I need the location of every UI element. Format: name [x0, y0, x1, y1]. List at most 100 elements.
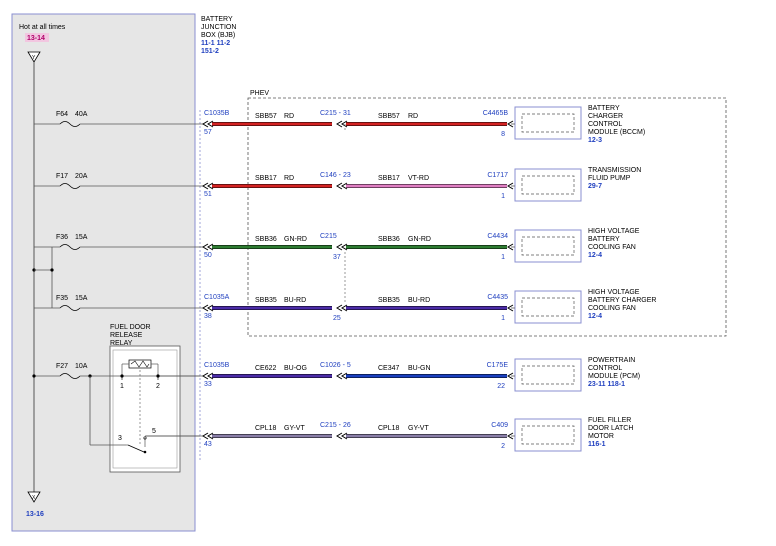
right-connector: C4465B: [483, 110, 509, 117]
mid-connector-arrow: [336, 243, 343, 251]
wire1-color: RD: [284, 175, 294, 182]
right-pin: 8: [501, 131, 505, 138]
left-pin: 50: [204, 252, 212, 259]
component-inner: [521, 175, 575, 195]
wire2-color: RD: [408, 113, 418, 120]
component-label: FLUID PUMP: [588, 175, 631, 182]
mid-connector: C1026 - 5: [320, 362, 351, 369]
component-ref: 12-4: [588, 252, 602, 259]
mid-connector-arrow: [336, 304, 343, 312]
mid-connector-arrow: [341, 432, 348, 440]
component-ref: 23-11 118-1: [588, 381, 625, 388]
wire1-id: SBB57: [255, 113, 277, 120]
component-label: HIGH VOLTAGE: [588, 228, 640, 235]
wire1-id: SBB36: [255, 236, 277, 243]
right-connector-arrow: [507, 372, 514, 380]
right-connector-arrow: [507, 182, 514, 190]
right-connector: C409: [491, 422, 508, 429]
wire2-id: SBB57: [378, 113, 400, 120]
right-connector: C1717: [487, 172, 508, 179]
left-connector: C1035B: [204, 362, 230, 369]
component-ref: 29-7: [588, 183, 602, 190]
hot-ref-badge: [25, 33, 49, 42]
relay-pin-3: 3: [118, 435, 122, 442]
component-label: TRANSMISSION: [588, 167, 641, 174]
left-connector-arrow: [202, 243, 209, 251]
left-pin: 38: [204, 313, 212, 320]
component-label: BATTERY CHARGER: [588, 297, 656, 304]
mid-connector-arrow: [341, 182, 348, 190]
battery-feed-icon: [27, 51, 41, 63]
mid-connector-arrow: [341, 243, 348, 251]
fuse-icon: [59, 305, 81, 311]
wire2-id: SBB17: [378, 175, 400, 182]
relay-label-3: RELAY: [110, 340, 133, 347]
mid-connector-arrow: [336, 372, 343, 380]
wire1-id: SBB17: [255, 175, 277, 182]
left-connector-arrow: [202, 182, 209, 190]
fuse-icon: [59, 121, 81, 127]
left-connector-arrow: [207, 243, 214, 251]
wire2-id: CE347: [378, 365, 400, 372]
splice-dot: [50, 268, 54, 272]
fuse-icon: [59, 244, 81, 250]
fuse-label: F64: [56, 111, 68, 118]
component-inner: [521, 113, 575, 133]
right-pin: 1: [501, 315, 505, 322]
component-box: [514, 229, 582, 263]
fuse-amps: 15A: [75, 295, 88, 302]
mid-connector-arrow: [336, 120, 343, 128]
right-connector-arrow: [507, 120, 514, 128]
splice-dot: [32, 374, 36, 378]
wire2-id: SBB36: [378, 236, 400, 243]
mid-connector-arrow: [341, 120, 348, 128]
wire1-id: CPL18: [255, 425, 277, 432]
fuse-icon: [59, 183, 81, 189]
bjb-ref-1: 11-1 11-2: [201, 40, 230, 47]
component-label: CHARGER: [588, 113, 623, 120]
phev-box: [247, 97, 727, 337]
component-inner: [521, 236, 575, 256]
component-box: [514, 418, 582, 452]
relay-label-2: RELEASE: [110, 332, 143, 339]
svg-text:Y: Y: [32, 55, 36, 61]
left-connector-arrow: [202, 372, 209, 380]
relay-label-1: FUEL DOOR: [110, 324, 151, 331]
right-connector: C4435: [487, 294, 508, 301]
component-box: [514, 106, 582, 140]
component-box: [514, 168, 582, 202]
mid-connector: C215 - 31: [320, 110, 351, 117]
component-label: CONTROL: [588, 121, 622, 128]
component-box: [514, 290, 582, 324]
component-label: CONTROL: [588, 365, 622, 372]
splice-dot: [156, 374, 160, 378]
component-label: MOTOR: [588, 433, 614, 440]
mid-connector: C146 - 23: [320, 172, 351, 179]
right-connector-arrow: [507, 243, 514, 251]
component-ref: 12-3: [588, 137, 602, 144]
splice-dot: [120, 374, 124, 378]
fuse-icon: [59, 373, 81, 379]
fuse-amps: 10A: [75, 363, 88, 370]
left-pin: 43: [204, 441, 212, 448]
component-label: FUEL FILLER: [588, 417, 631, 424]
right-connector-arrow: [507, 304, 514, 312]
svg-text:X: X: [32, 495, 36, 501]
mid-connector-arrow: [336, 432, 343, 440]
right-connector: C4434: [487, 233, 508, 240]
wire1-id: CE622: [255, 365, 277, 372]
mid-pin: 25: [333, 315, 341, 322]
fuse-label: F17: [56, 173, 68, 180]
component-label: HIGH VOLTAGE: [588, 289, 640, 296]
right-connector-arrow: [507, 432, 514, 440]
left-connector-arrow: [202, 432, 209, 440]
wire1-color: GY-VT: [284, 425, 305, 432]
right-connector: C175E: [487, 362, 509, 369]
fuse-amps: 20A: [75, 173, 88, 180]
hot-ref: 13-14: [27, 35, 45, 42]
relay-coil-icon: [128, 359, 152, 369]
wire2-color: BU-GN: [408, 365, 431, 372]
right-pin: 1: [501, 193, 505, 200]
right-pin: 1: [501, 254, 505, 261]
